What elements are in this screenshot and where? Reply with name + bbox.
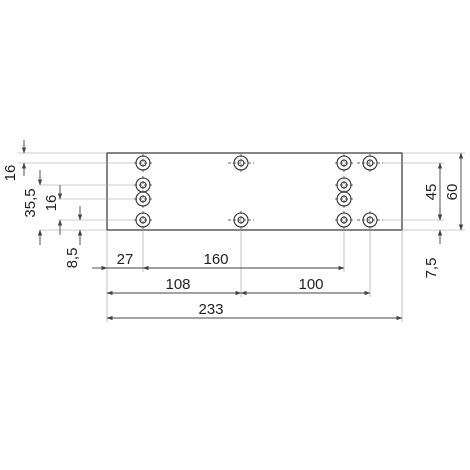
dim-label-108: 108 [165,276,190,293]
dimension-lines-bottom [92,265,403,321]
dim-label-7-5: 7,5 [423,258,440,279]
hole [228,154,254,172]
extension-lines-left [18,152,134,231]
dim-label-100: 100 [298,276,323,293]
hole [357,154,383,172]
hole [228,211,254,229]
dimension-lines-right [437,152,464,244]
dim-label-16-mid: 16 [43,195,60,212]
dim-label-233: 233 [198,301,223,318]
dim-label-45: 45 [423,184,440,201]
hole [357,211,383,229]
extension-lines-right [383,152,465,231]
hole [335,176,353,194]
dim-label-8-5: 8,5 [64,248,81,269]
hole [134,190,152,208]
hole [335,190,353,208]
hole [335,154,353,172]
hole [335,211,353,229]
dim-label-160: 160 [203,251,228,268]
hole [134,211,152,229]
dim-label-60: 60 [444,184,461,201]
dim-label-35-5: 35,5 [22,188,39,217]
dim-label-27: 27 [117,251,134,268]
dimension-lines-left [21,140,83,245]
hole [134,154,152,172]
hole-group-middle [228,154,254,229]
dim-label-16-top: 16 [2,165,19,182]
hole-group-right [335,154,383,229]
hole-group-left [134,154,152,229]
extension-lines-bottom [106,229,403,322]
mounting-plate [106,152,403,231]
